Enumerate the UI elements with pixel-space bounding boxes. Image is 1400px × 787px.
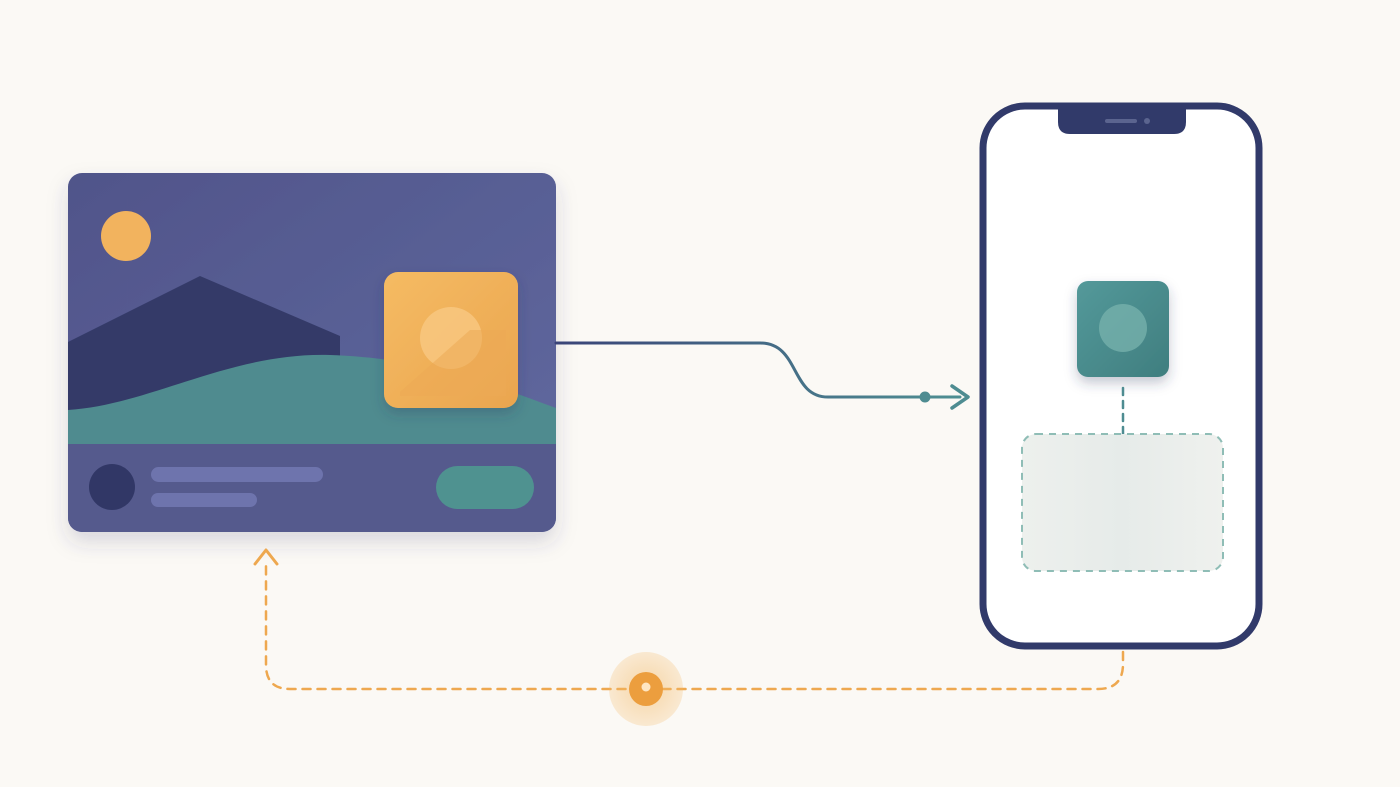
tile-orange-fold <box>400 330 506 396</box>
connector-dot <box>919 391 931 403</box>
transfer-connector <box>554 341 962 399</box>
return-loop-path <box>264 560 1125 691</box>
text-line-secondary <box>151 493 257 507</box>
arrow-up-icon <box>253 548 279 566</box>
action-button[interactable] <box>436 466 534 509</box>
phone-tile-circle <box>1099 304 1147 352</box>
avatar-circle-icon[interactable] <box>89 464 135 510</box>
arrow-right-icon <box>950 384 970 410</box>
drop-zone[interactable] <box>1021 433 1224 572</box>
text-line-primary <box>151 467 323 482</box>
phone-speaker <box>1105 119 1137 123</box>
phone-camera <box>1144 118 1150 124</box>
sync-dot-icon[interactable] <box>609 652 683 726</box>
sun-circle-icon <box>101 211 151 261</box>
